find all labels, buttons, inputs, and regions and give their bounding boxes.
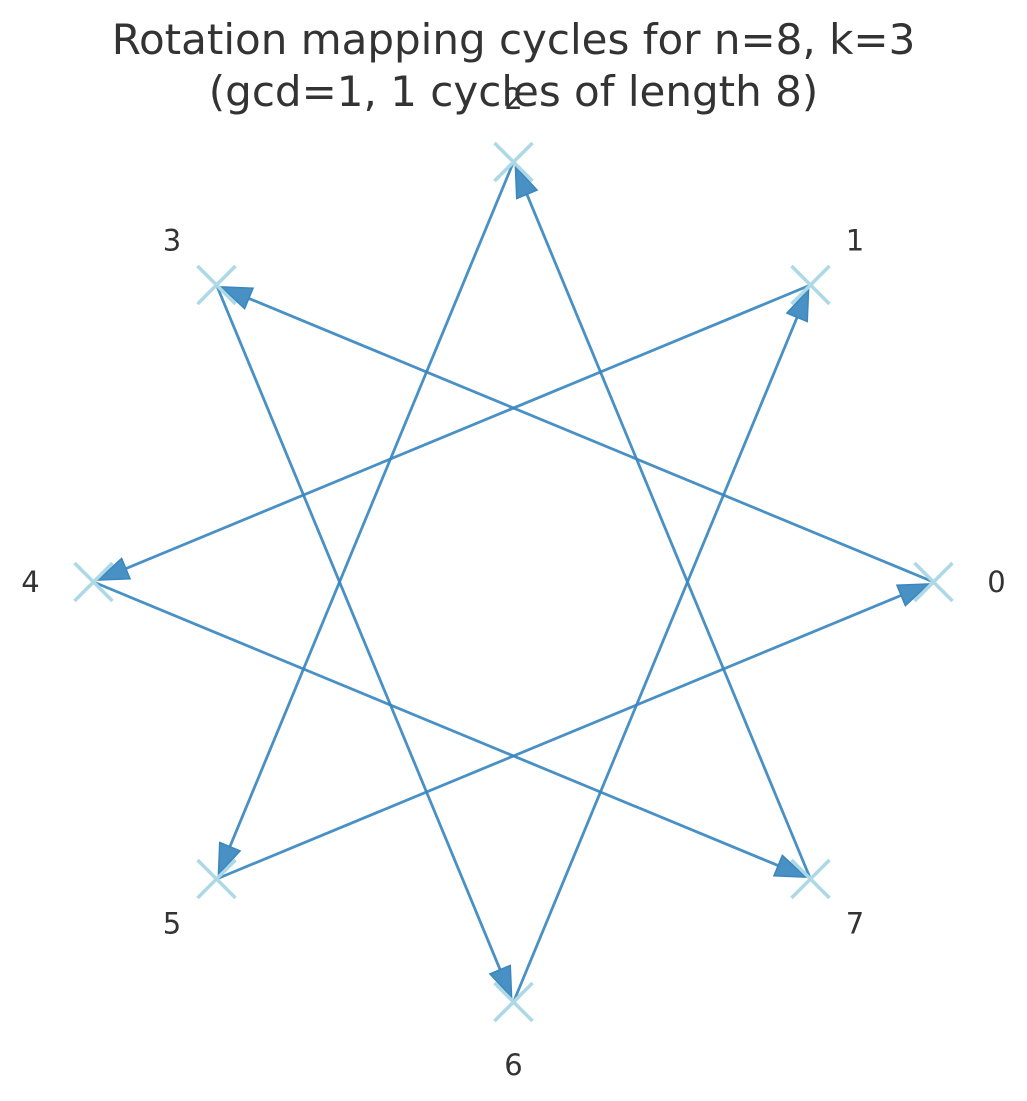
node-marker-3-x-icon xyxy=(196,264,237,306)
edge-6-to-1 xyxy=(512,287,810,1003)
node-label-5: 5 xyxy=(163,907,181,941)
marker-stroke xyxy=(790,858,831,900)
arrowhead-icon xyxy=(785,287,810,323)
marker-stroke xyxy=(73,561,114,603)
edge-line xyxy=(512,316,799,1003)
arrowhead-icon xyxy=(488,964,513,1000)
node-marker-7-x-icon xyxy=(790,858,831,900)
labels-layer: 0 1 2 3 4 5 6 7 xyxy=(21,82,1005,1082)
edge-line xyxy=(215,594,902,881)
edge-5-to-0 xyxy=(215,583,931,881)
edge-line xyxy=(525,193,812,880)
node-label-6: 6 xyxy=(504,1048,522,1082)
edge-line xyxy=(228,161,515,848)
marker-stroke xyxy=(493,981,534,1023)
node-marker-4-x-icon xyxy=(73,561,114,603)
arrowhead-icon xyxy=(219,286,255,310)
title-line-1: Rotation mapping cycles for n=8, k=3 xyxy=(111,15,916,64)
edge-line xyxy=(125,283,812,570)
edge-line xyxy=(215,284,502,971)
arrowhead-icon xyxy=(895,583,931,607)
node-label-2: 2 xyxy=(504,82,522,116)
title-line-2: (gcd=1, 1 cycles of length 8) xyxy=(208,67,819,116)
arrowhead-icon xyxy=(96,557,132,581)
marker-stroke xyxy=(196,858,237,900)
node-marker-1-x-icon xyxy=(790,264,831,306)
edge-line xyxy=(248,297,935,584)
arrowhead-icon xyxy=(772,854,808,878)
node-marker-5-x-icon xyxy=(196,858,237,900)
edge-2-to-5 xyxy=(217,161,515,877)
edge-3-to-6 xyxy=(215,284,513,1000)
node-label-1: 1 xyxy=(846,223,864,257)
node-marker-0-x-icon xyxy=(913,561,954,603)
node-marker-2-x-icon xyxy=(493,141,534,183)
edge-1-to-4 xyxy=(96,283,812,581)
edge-line xyxy=(92,580,779,867)
edges-layer xyxy=(92,161,935,1003)
node-label-7: 7 xyxy=(846,907,864,941)
arrowhead-icon xyxy=(217,841,242,877)
marker-stroke xyxy=(913,561,954,603)
markers-layer xyxy=(73,141,954,1023)
marker-stroke xyxy=(790,264,831,306)
edge-4-to-7 xyxy=(92,580,808,878)
diagram-title: Rotation mapping cycles for n=8, k=3 (gc… xyxy=(0,14,1027,118)
node-label-4: 4 xyxy=(21,565,39,599)
node-marker-6-x-icon xyxy=(493,981,534,1023)
edge-7-to-2 xyxy=(514,164,812,880)
arrowhead-icon xyxy=(514,164,539,200)
node-label-0: 0 xyxy=(987,565,1005,599)
node-label-3: 3 xyxy=(163,223,181,257)
edge-0-to-3 xyxy=(219,286,935,584)
marker-stroke xyxy=(196,264,237,306)
marker-stroke xyxy=(493,141,534,183)
